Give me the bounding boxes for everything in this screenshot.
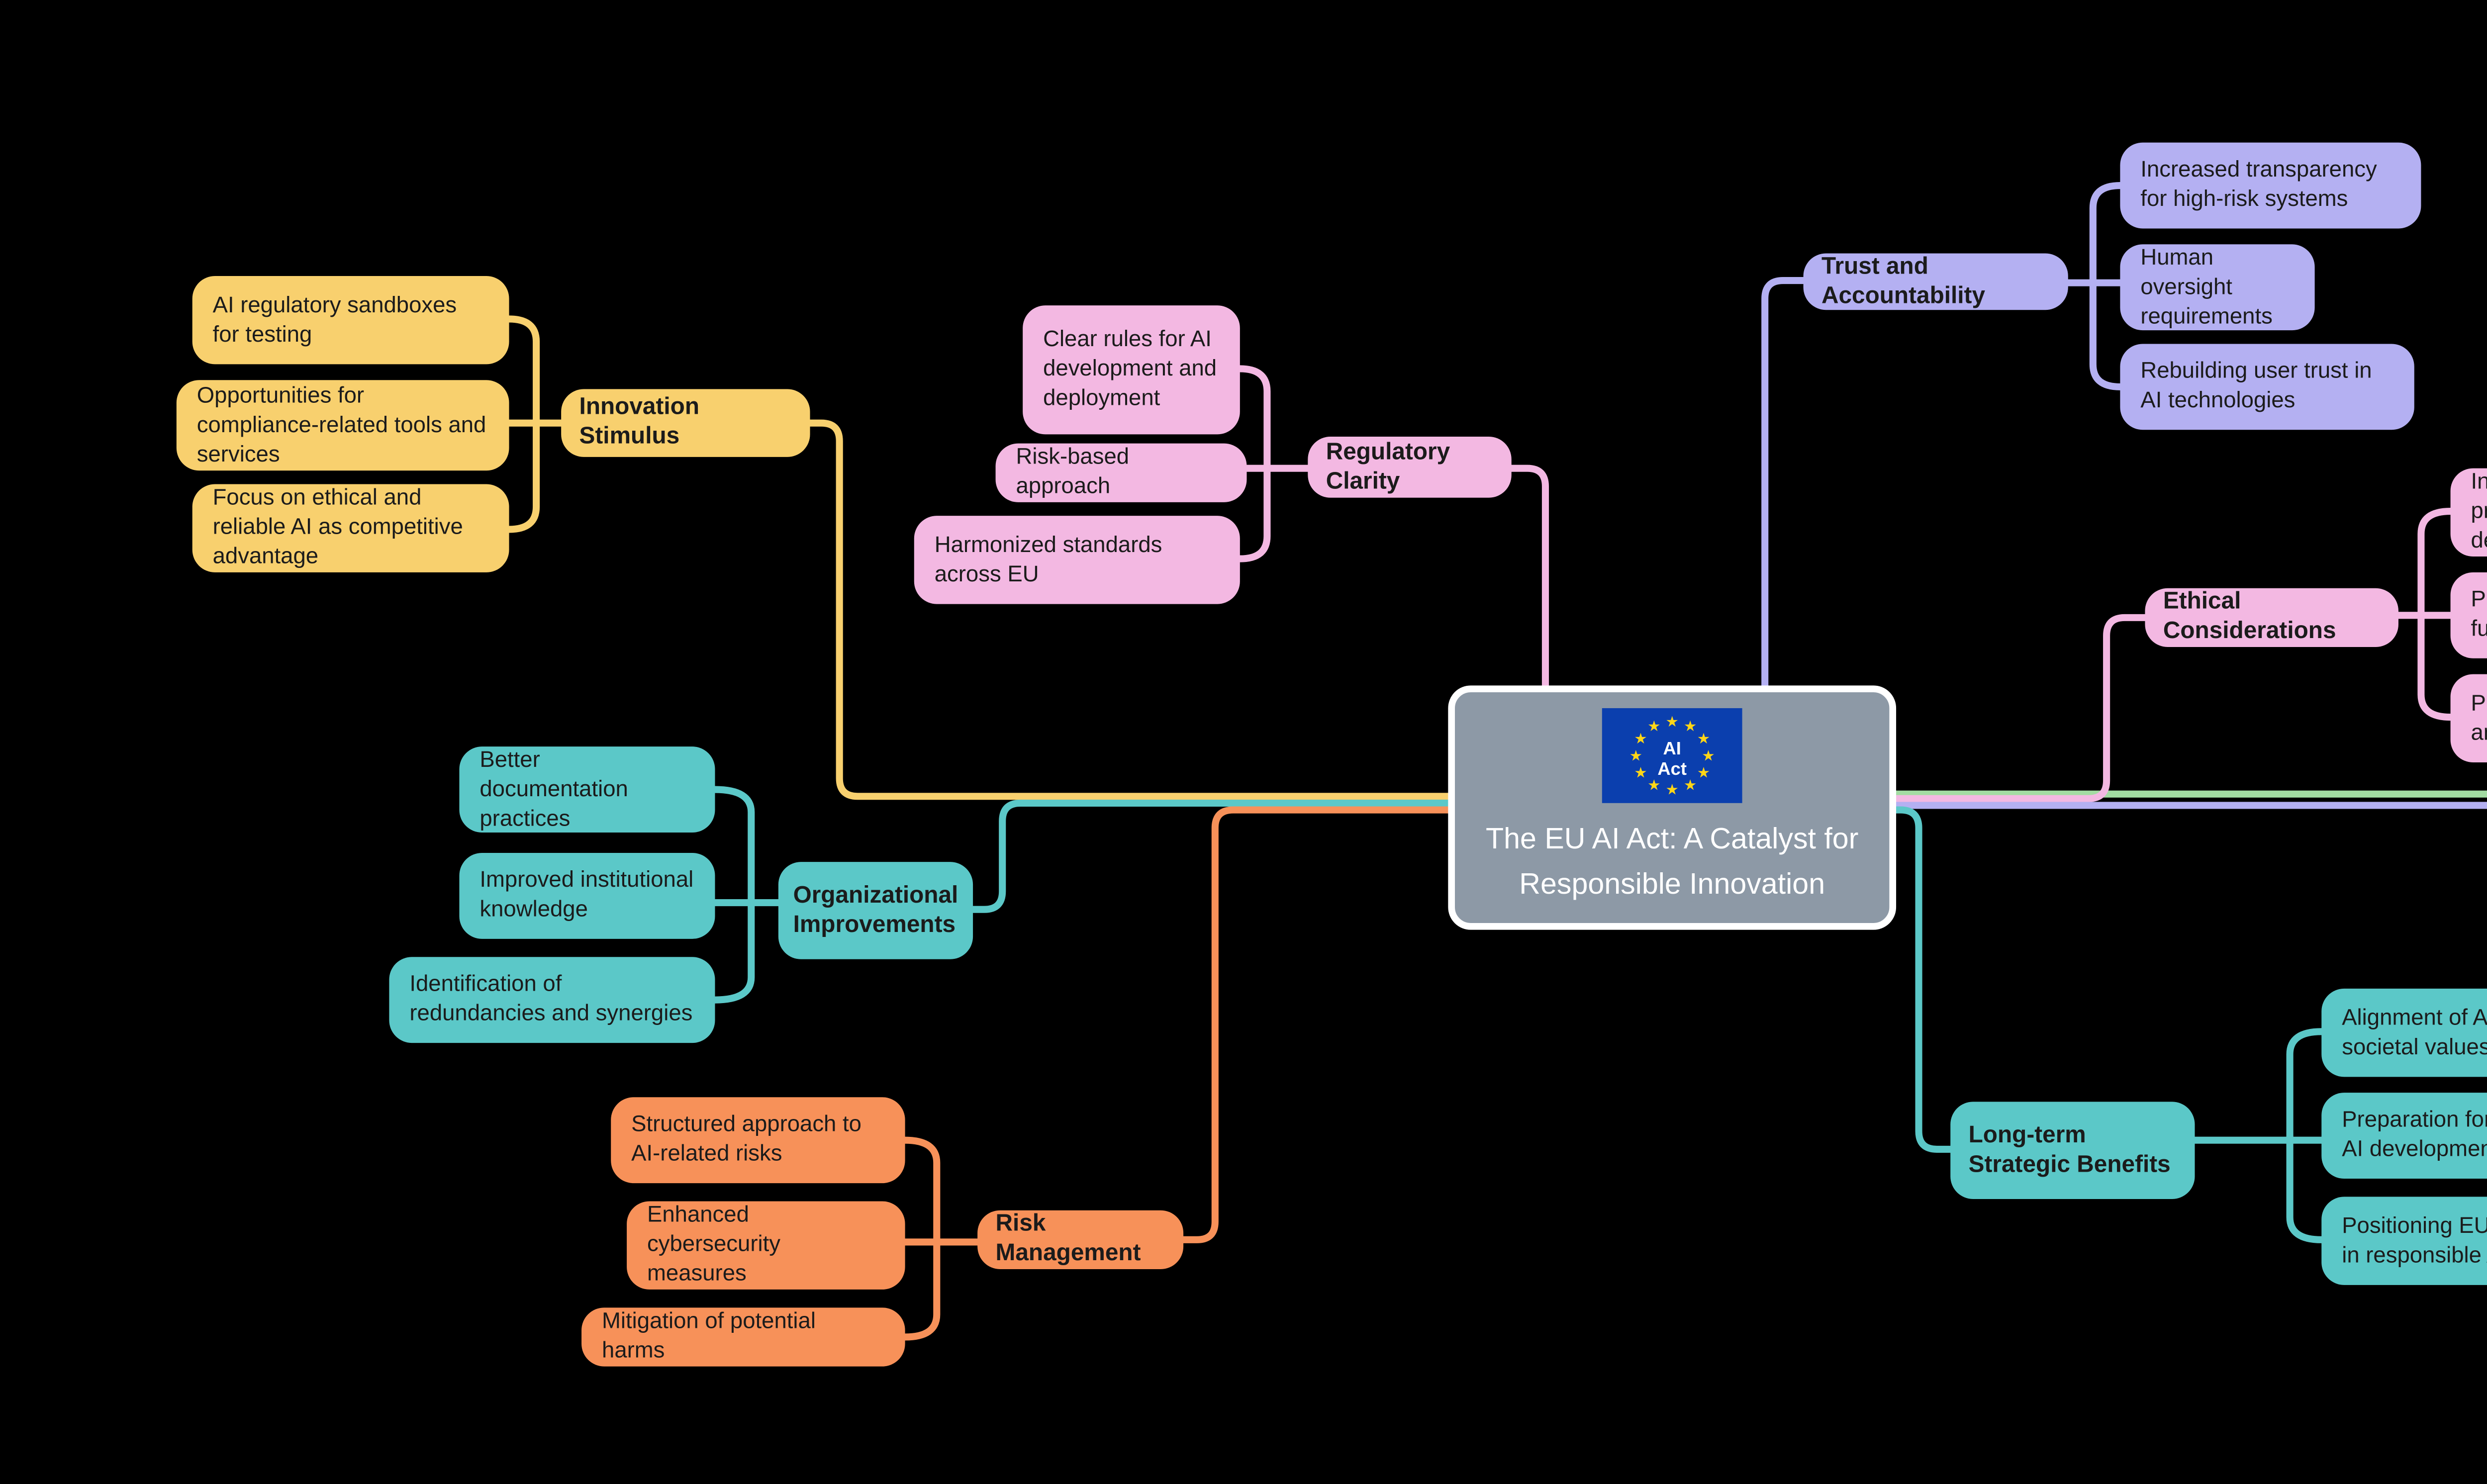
child-documentation-practices[interactable]: Better documentation practices <box>459 746 715 833</box>
child-label: Promotion of fairness and non-discrimina… <box>2471 691 2487 745</box>
child-ethical-reliable-ai[interactable]: Focus on ethical and reliable AI as comp… <box>192 484 509 572</box>
eu-star-icon: ★ <box>1647 718 1661 735</box>
flag-label-ai: AI <box>1663 738 1681 758</box>
branch-label: Trust and Accountability <box>1821 252 1986 309</box>
branch-organizational-improvements[interactable]: Organizational Improvements <box>778 862 973 959</box>
child-ai-regulatory-sandboxes[interactable]: AI regulatory sandboxes for testing <box>192 276 509 365</box>
child-cybersecurity-measures[interactable]: Enhanced cybersecurity measures <box>627 1201 905 1290</box>
branch-label: Ethical Considerations <box>2163 588 2336 645</box>
branch-label: Long-term Strategic Benefits <box>1968 1121 2171 1178</box>
child-ethical-principles[interactable]: Integration of ethical principles in AI … <box>2450 468 2487 557</box>
child-label: Rebuilding user trust in AI technologies <box>2140 360 2372 414</box>
child-future-ai-developments[interactable]: Preparation for future AI developments <box>2321 1093 2487 1179</box>
child-institutional-knowledge[interactable]: Improved institutional knowledge <box>459 852 715 939</box>
branch-label: Risk Management <box>995 1210 1141 1267</box>
eu-star-icon: ★ <box>1665 782 1678 798</box>
branch-long-term-benefits[interactable]: Long-term Strategic Benefits <box>1950 1102 2195 1199</box>
child-label: Structured approach to AI-related risks <box>631 1113 861 1168</box>
child-human-oversight[interactable]: Human oversight requirements <box>2120 244 2315 331</box>
child-rebuilding-user-trust[interactable]: Rebuilding user trust in AI technologies <box>2120 344 2414 430</box>
child-fundamental-rights[interactable]: Protection of fundamental rights <box>2450 572 2487 658</box>
eu-ai-act-flag: ★ ★ ★ ★ ★ ★ ★ ★ ★ ★ ★ ★ AI Act <box>1602 708 1742 803</box>
child-label: Focus on ethical and reliable AI as comp… <box>212 486 463 570</box>
eu-star-icon: ★ <box>1647 777 1661 794</box>
child-clear-rules[interactable]: Clear rules for AI development and deplo… <box>1023 305 1240 435</box>
child-label: Risk-based approach <box>1016 446 1130 500</box>
child-label: Increased transparency for high-risk sys… <box>2140 158 2377 213</box>
eu-flag-background <box>1602 708 1742 803</box>
connector-ethical-considerations-bus <box>2394 508 2454 721</box>
eu-star-icon: ★ <box>1634 731 1647 747</box>
connector-trust-accountability-bus <box>2064 182 2124 390</box>
child-fairness-non-discrimination[interactable]: Promotion of fairness and non-discrimina… <box>2450 674 2487 763</box>
child-label: Improved institutional knowledge <box>479 868 694 923</box>
child-label: Identification of redundancies and syner… <box>409 973 693 1027</box>
child-structured-approach[interactable]: Structured approach to AI-related risks <box>611 1097 905 1184</box>
child-label: Clear rules for AI development and deplo… <box>1043 328 1217 412</box>
branch-innovation-stimulus[interactable]: Innovation Stimulus <box>561 389 810 457</box>
child-risk-based-approach[interactable]: Risk-based approach <box>995 443 1247 502</box>
child-label: AI regulatory sandboxes for testing <box>212 293 457 348</box>
eu-star-icon: ★ <box>1629 747 1642 764</box>
eu-star-icon: ★ <box>1697 731 1710 747</box>
child-label: Positioning EU as leader in responsible … <box>2342 1213 2487 1268</box>
eu-star-icon: ★ <box>1684 718 1697 735</box>
child-compliance-opportunities[interactable]: Opportunities for compliance-related too… <box>176 380 509 471</box>
branch-regulatory-clarity[interactable]: Regulatory Clarity <box>1308 436 1512 498</box>
center-title-line1: The EU AI Act: A Catalyst for <box>1485 821 1859 855</box>
connector-long-term-benefits-main <box>1890 806 1954 1153</box>
connector-innovation-stimulus-bus <box>505 315 565 533</box>
eu-star-icon: ★ <box>1702 747 1715 764</box>
eu-star-icon: ★ <box>1684 777 1697 794</box>
branch-label: Regulatory Clarity <box>1326 438 1450 494</box>
connector-innovation-stimulus-main <box>806 419 1454 800</box>
connector-long-term-benefits-bus <box>2191 1028 2325 1243</box>
child-label: Enhanced cybersecurity measures <box>647 1204 780 1288</box>
flag-label-act: Act <box>1657 758 1687 779</box>
center-root-node[interactable]: ★ ★ ★ ★ ★ ★ ★ ★ ★ ★ ★ ★ AI Act The EU AI… <box>1448 685 1897 930</box>
branch-label: Innovation Stimulus <box>579 393 700 451</box>
connector-risk-management-bus <box>901 1136 981 1341</box>
connector-ethical-considerations-main <box>1890 614 2149 802</box>
child-mitigation-harms[interactable]: Mitigation of potential harms <box>581 1307 905 1367</box>
child-label: Harmonized standards across EU <box>934 533 1162 587</box>
child-label: Better documentation practices <box>479 747 628 832</box>
child-eu-leader-responsible-ai[interactable]: Positioning EU as leader in responsible … <box>2321 1197 2487 1285</box>
eu-star-icon: ★ <box>1665 714 1678 730</box>
connector-risk-management-main <box>1180 806 1454 1243</box>
connector-regulatory-clarity-main <box>1508 464 1549 691</box>
branch-label: Organizational Improvements <box>793 881 958 938</box>
branch-ethical-considerations[interactable]: Ethical Considerations <box>2145 588 2398 648</box>
child-redundancies-synergies[interactable]: Identification of redundancies and syner… <box>389 957 715 1043</box>
child-label: Protection of fundamental rights <box>2471 588 2487 643</box>
eu-star-icon: ★ <box>1697 764 1710 781</box>
branch-risk-management[interactable]: Risk Management <box>977 1210 1184 1269</box>
child-label: Integration of ethical principles in AI … <box>2471 470 2487 555</box>
eu-star-icon: ★ <box>1634 764 1647 781</box>
child-label: Human oversight requirements <box>2140 245 2273 329</box>
child-increased-transparency[interactable]: Increased transparency for high-risk sys… <box>2120 142 2421 229</box>
connector-trust-accountability-main <box>1761 277 1807 691</box>
child-harmonized-standards[interactable]: Harmonized standards across EU <box>914 516 1240 604</box>
connector-regulatory-clarity-bus <box>1236 365 1312 562</box>
child-label: Mitigation of potential harms <box>602 1309 816 1365</box>
connector-organizational-improvements-bus <box>711 786 782 1004</box>
child-societal-values[interactable]: Alignment of AI with societal values <box>2321 988 2487 1077</box>
child-label: Preparation for future AI developments <box>2342 1109 2487 1163</box>
connector-market-access-main <box>1890 802 2487 809</box>
child-label: Alignment of AI with societal values <box>2342 1006 2487 1060</box>
center-title-line2: Responsible Innovation <box>1519 866 1825 901</box>
connector-organizational-improvements-main <box>969 799 1454 913</box>
center-title: The EU AI Act: A Catalyst for Responsibl… <box>1486 817 1858 907</box>
child-label: Opportunities for compliance-related too… <box>196 383 486 467</box>
branch-trust-accountability[interactable]: Trust and Accountability <box>1803 252 2068 310</box>
